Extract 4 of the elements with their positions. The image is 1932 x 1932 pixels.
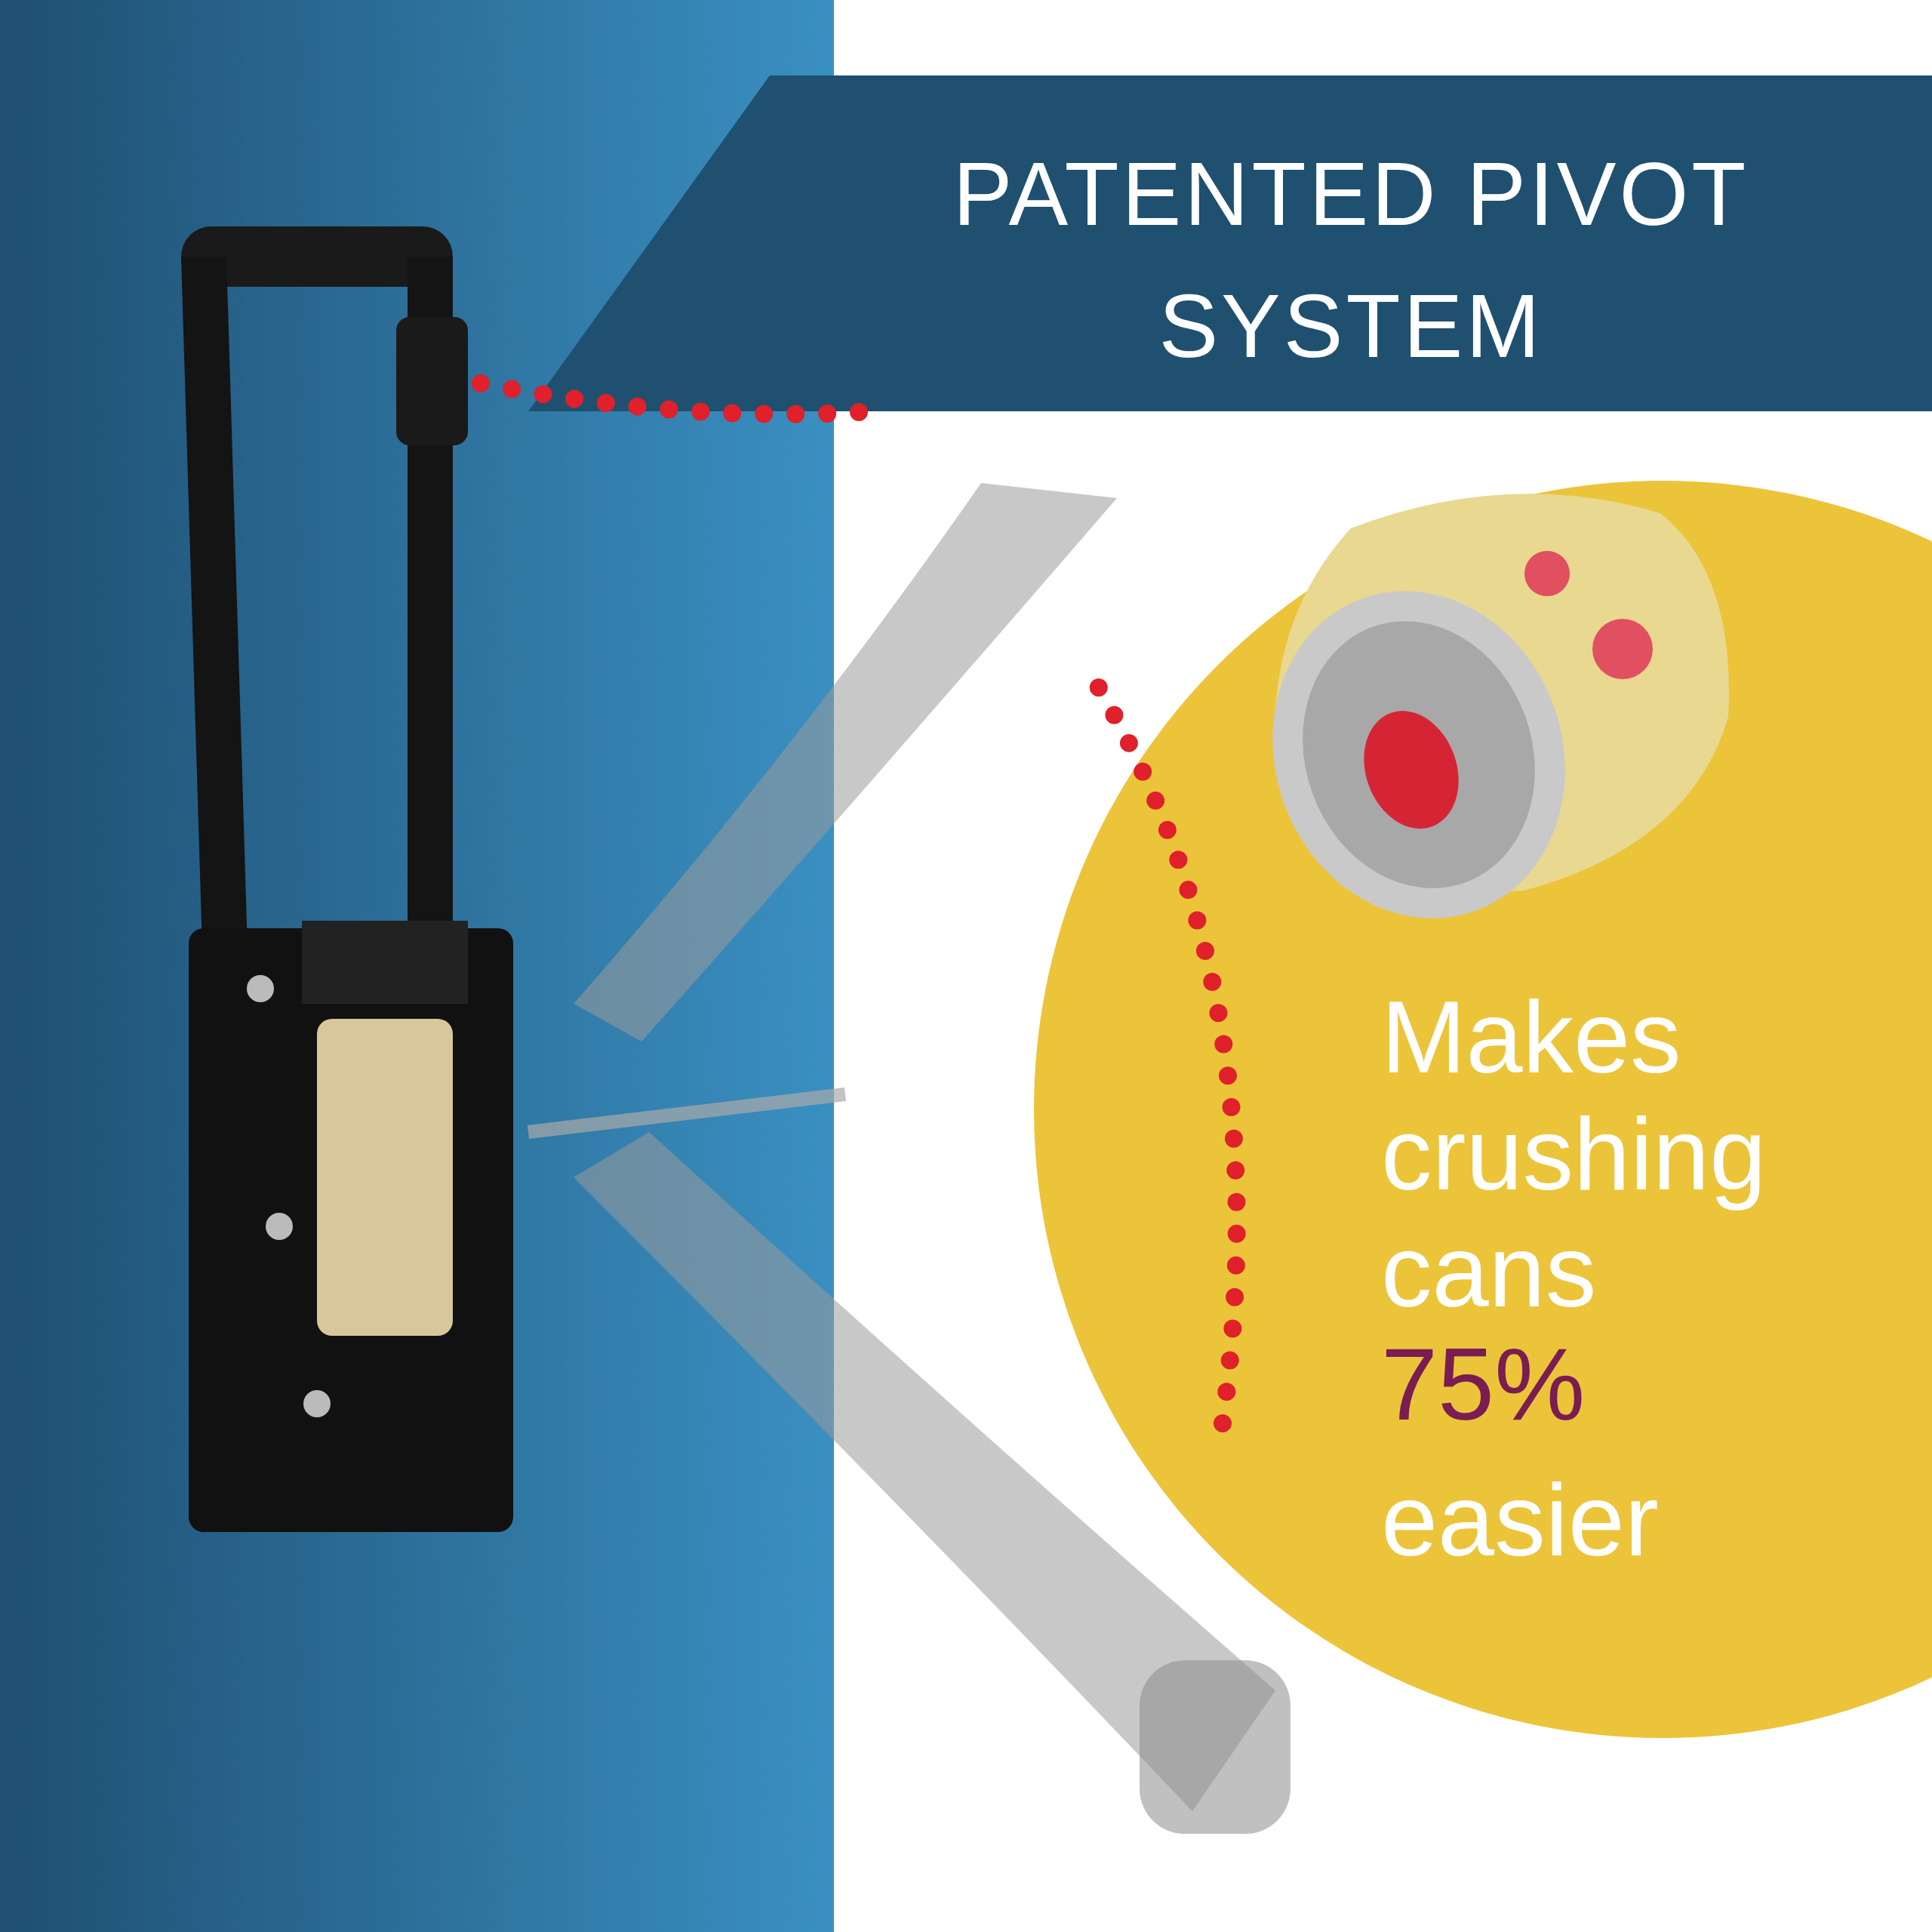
pivot-joint	[396, 317, 468, 445]
callout-text: easier	[1381, 1463, 1660, 1579]
banner-title: PATENTED PIVOT SYSTEM	[952, 143, 1750, 377]
title-banner	[528, 75, 1932, 411]
